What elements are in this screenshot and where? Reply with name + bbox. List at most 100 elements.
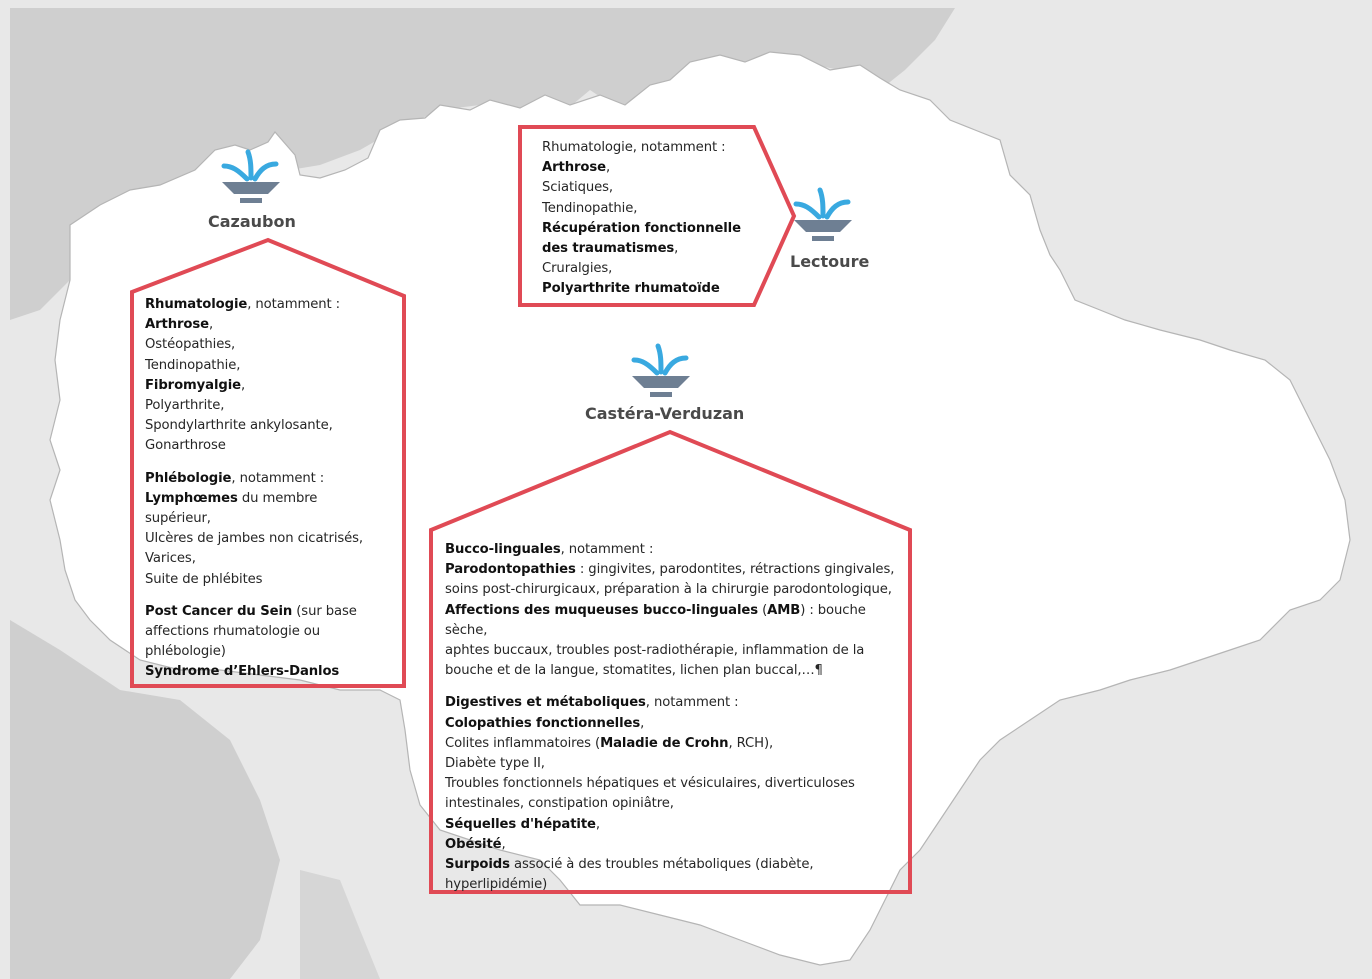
callout-shape-castera [429, 429, 912, 894]
callout-line: Récupération fonctionnelle [542, 219, 752, 239]
callout-line: Rhumatologie, notamment : [145, 295, 395, 315]
town-label-castera: Castéra-Verduzan [585, 404, 745, 423]
callout-line-text: Polyarthrite, [145, 398, 225, 414]
callout-line-text: Ulcères de jambes non cicatrisés, [145, 531, 364, 547]
callout-line: Tendinopathie, [145, 356, 395, 376]
paragraph-gap [145, 457, 395, 469]
callout-bold-term: Maladie de Crohn [600, 735, 729, 751]
neighbor-region-south [300, 870, 380, 979]
callout-line: Polyarthrite, [145, 396, 395, 416]
callout-bold-term: Parodontopathies [445, 562, 576, 578]
gers-department-outline [49, 51, 1351, 966]
callout-line-text: , notamment : [231, 470, 325, 486]
callout-line-text: Varices, [145, 551, 196, 567]
callout-line-text: phlébologie) [145, 644, 226, 660]
callout-line: soins post-chirurgicaux, préparation à l… [445, 580, 907, 600]
callout-line-text: ) : bouche sèche, [445, 602, 866, 638]
callout-bold-term: Arthrose [145, 317, 209, 333]
callout-line: Post Cancer du Sein (sur base [145, 602, 395, 622]
callout-line: Varices, [145, 549, 395, 569]
callout-text-cazaubon: Rhumatologie, notamment :Arthrose,Ostéop… [145, 295, 395, 683]
callout-line: Colopathies fonctionnelles, [445, 714, 907, 734]
callout-bold-term: Surpoids [445, 857, 510, 873]
callout-line: des traumatismes, [542, 239, 752, 259]
callout-line-text: intestinales, constipation opiniâtre, [445, 796, 674, 812]
thermal-spa-fountain-icon [793, 187, 852, 241]
callout-line-text: hyperlipidémie) [445, 877, 548, 893]
callout-line-text: , [674, 241, 679, 257]
callout-text-lectoure: Rhumatologie, notamment :Arthrose,Sciati… [542, 138, 752, 300]
callout-bold-term: Lymphœmes [145, 490, 238, 506]
callout-line-text: , [208, 317, 214, 333]
callout-line: Affections des muqueuses bucco-linguales… [445, 601, 907, 641]
callout-line: Colites inflammatoires (Maladie de Crohn… [445, 734, 907, 754]
callout-line: Gonarthrose [145, 436, 395, 456]
callout-line: Sciatiques, [542, 178, 752, 198]
callout-line-text: affections rhumatologie ou [145, 624, 321, 640]
callout-line: Obésité, [445, 835, 907, 855]
callout-bold-term: Obésité [445, 836, 502, 852]
callout-line: Spondylarthrite ankylosante, [145, 416, 395, 436]
callout-line: Arthrose, [542, 158, 752, 178]
callout-line: aphtes buccaux, troubles post-radiothéra… [445, 641, 907, 661]
callout-shape-lectoure [518, 125, 797, 307]
callout-line: Diabète type II, [445, 754, 907, 774]
callout-line: Ulcères de jambes non cicatrisés, [145, 529, 395, 549]
callout-line: supérieur, [145, 509, 395, 529]
callout-line: Troubles fonctionnels hépatiques et vési… [445, 774, 907, 794]
callout-line-text: , [605, 160, 611, 176]
callout-line-text: supérieur, [145, 511, 211, 527]
callout-line: Digestives et métaboliques, notamment : [445, 693, 907, 713]
callout-line: affections rhumatologie ou [145, 622, 395, 642]
callout-line-text: , notamment : [560, 542, 654, 557]
paragraph-gap [145, 590, 395, 602]
callout-line-text: Colites inflammatoires ( [445, 735, 601, 751]
callout-bold-term: Post Cancer du Sein [145, 603, 293, 619]
callout-line-text: , [501, 836, 506, 852]
callout-line-text: du membre [237, 490, 318, 506]
callout-bold-term: AMB [767, 602, 801, 618]
callout-line: Ostéopathies, [145, 335, 395, 355]
callout-bold-term: Affections des muqueuses bucco-linguales [445, 602, 758, 618]
callout-line-text: , [241, 377, 246, 393]
callout-line-text: associé à des troubles métaboliques (dia… [509, 857, 814, 873]
callout-line: Phlébologie, notamment : [145, 469, 395, 489]
callout-bold-term: des traumatismes [542, 241, 675, 257]
thermal-spa-fountain-icon [631, 343, 690, 397]
town-label-cazaubon: Cazaubon [208, 212, 296, 231]
callout-line: bouche et de la langue, stomatites, lich… [445, 661, 907, 681]
callout-line: Bucco-linguales, notamment : [445, 540, 907, 560]
callout-line-text: Ostéopathies, [145, 337, 236, 353]
callout-line-text: , RCH), [728, 735, 774, 751]
callout-line-text: bouche et de la langue, stomatites, lich… [445, 663, 823, 679]
callout-bold-term: Colopathies fonctionnelles [445, 715, 641, 731]
paragraph-gap [445, 681, 907, 693]
callout-line-text: Suite de phlébites [145, 571, 263, 587]
callout-line: Surpoids associé à des troubles métaboli… [445, 855, 907, 875]
callout-shape-cazaubon [130, 237, 406, 688]
callout-bold-term: Récupération fonctionnelle [542, 220, 741, 236]
callout-bold-term: Syndrome d’Ehlers-Danlos [145, 664, 340, 680]
callout-line-text: , [595, 816, 600, 832]
callout-bold-term: Séquelles d'hépatite [445, 816, 596, 832]
callout-line: Fibromyalgie, [145, 376, 395, 396]
callout-bold-term: Bucco-linguales [445, 542, 561, 557]
callout-line-text: Tendinopathie, [542, 200, 638, 216]
callout-line-text: Diabète type II, [445, 756, 545, 772]
callout-line: Cruralgies, [542, 259, 752, 279]
callout-line-text: (sur base [292, 603, 357, 619]
callout-line-text: Spondylarthrite ankylosante, [145, 418, 333, 434]
callout-line-text: , [640, 715, 645, 731]
callout-line: Arthrose, [145, 315, 395, 335]
callout-line: Syndrome d’Ehlers-Danlos [145, 662, 395, 682]
thermal-spa-fountain-icon [221, 149, 280, 203]
callout-line-text: , notamment : [247, 297, 340, 312]
callout-bold-term: Polyarthrite rhumatoïde [542, 281, 720, 297]
callout-line: Tendinopathie, [542, 199, 752, 219]
callout-bold-term: Fibromyalgie [145, 377, 241, 393]
callout-line-text: Cruralgies, [542, 261, 613, 277]
callout-line-text: ( [757, 602, 768, 618]
callout-line: hyperlipidémie) [445, 875, 907, 895]
callout-line: Parodontopathies : gingivites, parodonti… [445, 560, 907, 580]
